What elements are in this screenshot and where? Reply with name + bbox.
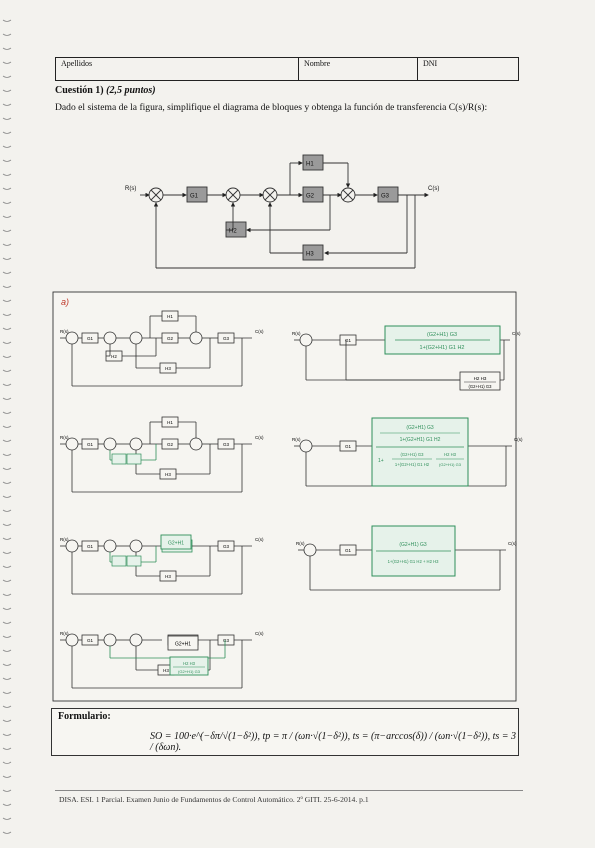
sketch-g1-label: G1 [87,544,94,549]
sketch-h3-label: H3 [165,574,171,579]
formulario-equation: SO = 100·e^(−δπ/√(1−δ²)), tp = π / (ωn·√… [150,731,516,753]
fb-box-num: H2 H3 [183,661,196,666]
label-h1: H1 [306,162,314,168]
part-a-label: a) [61,297,69,307]
sum-box-text: G2+H1 [168,541,184,547]
sketch-output-label: C(s) [255,329,264,334]
question-title: Cuestión 1) (2,5 puntos) [55,85,156,96]
block-h3 [302,244,324,261]
sketch-output-label: C(s) [255,435,264,440]
box2-low-den: 1+(G2+H1) G1 H2 [395,462,430,467]
binder-holes [2,19,12,834]
sketch-g1-label: G1 [87,442,94,447]
label-g2: G2 [306,194,315,200]
label-input: R(s) [125,186,136,192]
student-info-table: Apellidos Nombre DNI [55,57,519,81]
sketch-h3-label: H3 [165,366,171,371]
green-box-2 [371,417,469,487]
final-den: 1+(G2+H1) G1 H2 + H2 H3 [388,559,440,564]
rs1-input: R(s) [292,331,301,336]
block-g2 [302,186,324,203]
sketch-g2-label: G2 [167,442,174,447]
sketch-h2-green [111,453,127,465]
box2-low-den2: (G2+H1) G3 [439,462,462,467]
question-points: (2,5 puntos) [106,85,156,96]
block-h2 [225,221,247,238]
box2-one-plus: 1+ [378,458,384,464]
sketch-h2-green [111,555,127,567]
left-helpers: G2+H1 H2 H3 (G2+H1) G3 G2+H1 [160,534,209,676]
sketch-h3-label: H3 [165,472,171,477]
right-col-3: (G2+H1) G3 1+(G2+H1) G1 H2 + H2 H3 [371,525,456,577]
sketch-output-label: C(s) [255,537,264,542]
question-text: Dado el sistema de la figura, simplifiqu… [55,102,488,113]
nombre-field[interactable]: Nombre [299,58,418,80]
block-g1 [186,186,208,203]
fb1-num: H2 H3 [474,376,487,381]
fb-box-den: (G2+H1) G3 [178,669,201,674]
sketch-h2-label: H2 [111,354,117,359]
sketch-h3-green [126,453,142,465]
solution-area [52,291,517,702]
rs3-g1-label: G1 [345,548,352,553]
box2-low1: (G2+H1) G3 [401,452,425,457]
rs2-output: C(s) [514,437,523,442]
formulario-title: Formulario: [58,711,111,722]
sketch-g3-label: G3 [223,544,230,549]
label-output: C(s) [428,186,439,192]
sketch-h1-label: H1 [167,314,173,319]
rs2-input: R(s) [292,437,301,442]
sketch-g2-label: G2 [167,336,174,341]
printed-diagram-labels: R(s) G1 G2 G3 H1 H2 H3 C(s) [125,162,439,258]
printed-block-diagram [140,154,429,269]
label-g1: G1 [190,194,199,200]
formulario-box: Formulario: SO = 100·e^(−δπ/√(1−δ²)), tp… [51,708,519,756]
final-num: (G2+H1) G3 [399,542,427,548]
sum-plain-text: G2+H1 [175,642,191,648]
box1-num: (G2+H1) G3 [427,332,457,338]
rs3-input: R(s) [296,541,305,546]
right-col-1: (G2+H1) G3 1+(G2+H1) G1 H2 H2 H3 (G2+H1)… [384,325,501,391]
sketch-g3-label: G3 [223,442,230,447]
block-h1 [302,154,324,171]
fb1-den: (G2+H1) G3 [469,384,493,389]
block-g3 [377,186,399,203]
box2-low2: H2 H3 [444,452,457,457]
sketch-input-label: R(s) [60,537,69,542]
sketch-input-label: R(s) [60,631,69,636]
footer-rule [55,790,523,791]
sketch-g1-label: G1 [87,638,94,643]
rs3-output: C(s) [508,541,517,546]
dni-field[interactable]: DNI [423,59,438,68]
rs1-g1-label: G1 [345,338,352,343]
sketch-h1-label: H1 [167,420,173,425]
page-footer: DISA. ESI. 1 Parcial. Examen Junio de Fu… [59,795,369,804]
fb-box-1 [459,371,501,391]
box2-top: (G2+H1) G3 [406,425,434,431]
label-h2: H2 [229,229,237,235]
sketch-h3-label: H3 [163,668,169,673]
rs2-g1-label: G1 [345,444,352,449]
green-sum-box [160,534,192,550]
apellidos-field[interactable]: Apellidos [56,58,299,80]
sketch-input-label: R(s) [60,435,69,440]
sum-box-plain [167,635,199,651]
label-g3: G3 [381,194,390,200]
right-col-2: (G2+H1) G3 1+(G2+H1) G1 H2 1+ (G2+H1) G3… [371,417,469,487]
box2-mid: 1+(G2+H1) G1 H2 [400,437,441,443]
label-h3: H3 [306,252,314,258]
sketch-output-label: C(s) [255,631,264,636]
sketch-g3-label: G3 [223,336,230,341]
sketch-input-label: R(s) [60,329,69,334]
question-number: Cuestión 1) [55,85,104,96]
rs1-output: C(s) [512,331,521,336]
sketch-g3-label: G3 [223,638,230,643]
box1-den: 1+(G2+H1) G1 H2 [420,345,465,351]
green-fb-box [169,656,209,676]
sketch-g1-label: G1 [87,336,94,341]
sketch-h3-green [126,555,142,567]
